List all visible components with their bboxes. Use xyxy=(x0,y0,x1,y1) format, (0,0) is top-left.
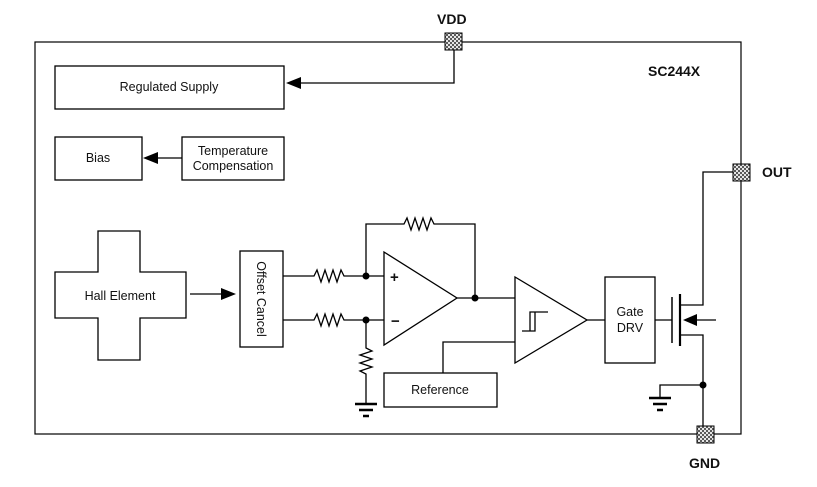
vdd-pin-label: VDD xyxy=(437,11,467,27)
regulated-supply-label: Regulated Supply xyxy=(120,80,219,94)
hall-element-label: Hall Element xyxy=(85,289,156,303)
vdd-arrow xyxy=(286,77,301,89)
bias-label: Bias xyxy=(86,151,110,165)
gnd-pin: GND xyxy=(689,425,720,471)
reference-label: Reference xyxy=(411,383,469,397)
comparator xyxy=(514,275,589,365)
out-pin-label: OUT xyxy=(762,164,792,180)
offset-cancel-block xyxy=(239,250,284,348)
transistor-arrow xyxy=(683,314,697,326)
bias-block xyxy=(54,136,143,181)
opamp xyxy=(383,250,459,347)
drv-label: DRV xyxy=(617,321,644,335)
regulated-supply-block xyxy=(54,65,285,110)
opamp-minus-label: − xyxy=(391,313,400,330)
gate-label: Gate xyxy=(616,305,643,319)
device-name: SC244X xyxy=(648,63,701,79)
ground-symbol-output xyxy=(649,396,671,412)
chip-outline xyxy=(34,41,742,435)
output-transistor xyxy=(671,171,733,426)
gate-drv-block xyxy=(604,276,656,364)
ground-symbol-opamp xyxy=(355,402,377,418)
hysteresis-icon xyxy=(522,311,548,332)
vdd-pin: VDD xyxy=(437,11,467,51)
offset-cancel-label: Offset Cancel xyxy=(254,261,268,337)
bias-arrow xyxy=(143,152,158,164)
temperature-compensation-block xyxy=(181,136,285,181)
out-pin: OUT xyxy=(732,163,792,182)
compensation-label: Compensation xyxy=(193,159,274,173)
reference-block xyxy=(383,372,498,408)
hall-arrow xyxy=(221,288,236,300)
hall-element-block xyxy=(54,230,187,361)
junction-opamp-out xyxy=(471,294,479,302)
temperature-label: Temperature xyxy=(198,144,268,158)
gnd-pin-label: GND xyxy=(689,455,720,471)
opamp-plus-label: + xyxy=(390,269,399,286)
